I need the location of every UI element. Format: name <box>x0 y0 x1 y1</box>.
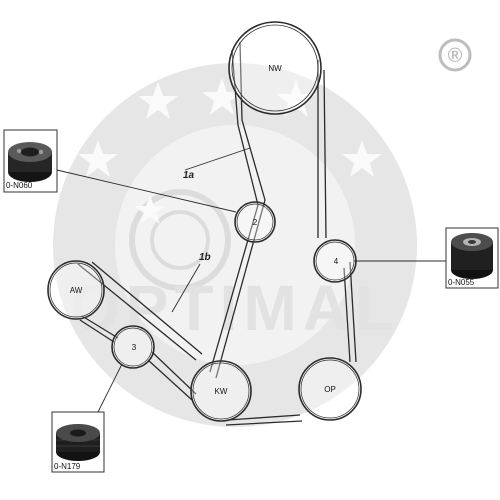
pulley-kw: KW <box>190 360 252 422</box>
leader-lines <box>56 147 446 413</box>
part-0n060[interactable]: 0-N060 <box>3 129 58 193</box>
pulley-op: OP <box>298 357 362 421</box>
tensioner-roller-icon <box>8 142 52 182</box>
pulley-kw-label: KW <box>215 387 228 396</box>
part-0n179-number: 0-N179 <box>54 462 81 471</box>
pulley-3-label: 3 <box>132 343 137 352</box>
pulley-aw: AW <box>47 260 105 320</box>
timing-belt <box>77 41 357 426</box>
pulley-op-label: OP <box>324 385 336 394</box>
watermark-star-icon <box>276 80 316 117</box>
pulley-2: 2 <box>234 201 276 243</box>
registered-mark-text: ® <box>448 45 463 67</box>
pulley-4: 4 <box>313 239 357 283</box>
pulley-2-label: 2 <box>253 218 258 227</box>
pulley-nw-label: NW <box>268 64 282 73</box>
belt-1b-label: 1b <box>199 252 211 263</box>
pulley-4-label: 4 <box>334 257 339 266</box>
pulley-3: 3 <box>111 325 155 369</box>
registered-mark: ® <box>438 38 472 72</box>
deflection-pulley-icon <box>56 424 100 461</box>
pulley-aw-label: AW <box>70 286 83 295</box>
watermark-star-icon <box>342 140 382 177</box>
belt-1a-label: 1a <box>183 170 195 181</box>
watermark-star-icon <box>78 140 118 177</box>
idler-pulley-icon <box>451 233 493 279</box>
pulley-nw: NW <box>228 21 322 115</box>
part-0n060-number: 0-N060 <box>6 181 33 190</box>
watermark-star-icon <box>202 78 242 115</box>
part-0n055[interactable]: 0-N055 <box>445 227 499 289</box>
watermark-logo: OPTIMAL <box>53 63 417 427</box>
part-0n055-number: 0-N055 <box>448 278 475 287</box>
watermark-star-icon <box>138 82 178 119</box>
watermark-brand-text: OPTIMAL <box>70 272 400 344</box>
part-0n179[interactable]: 0-N179 <box>51 411 105 473</box>
watermark-star-icon <box>134 195 166 224</box>
